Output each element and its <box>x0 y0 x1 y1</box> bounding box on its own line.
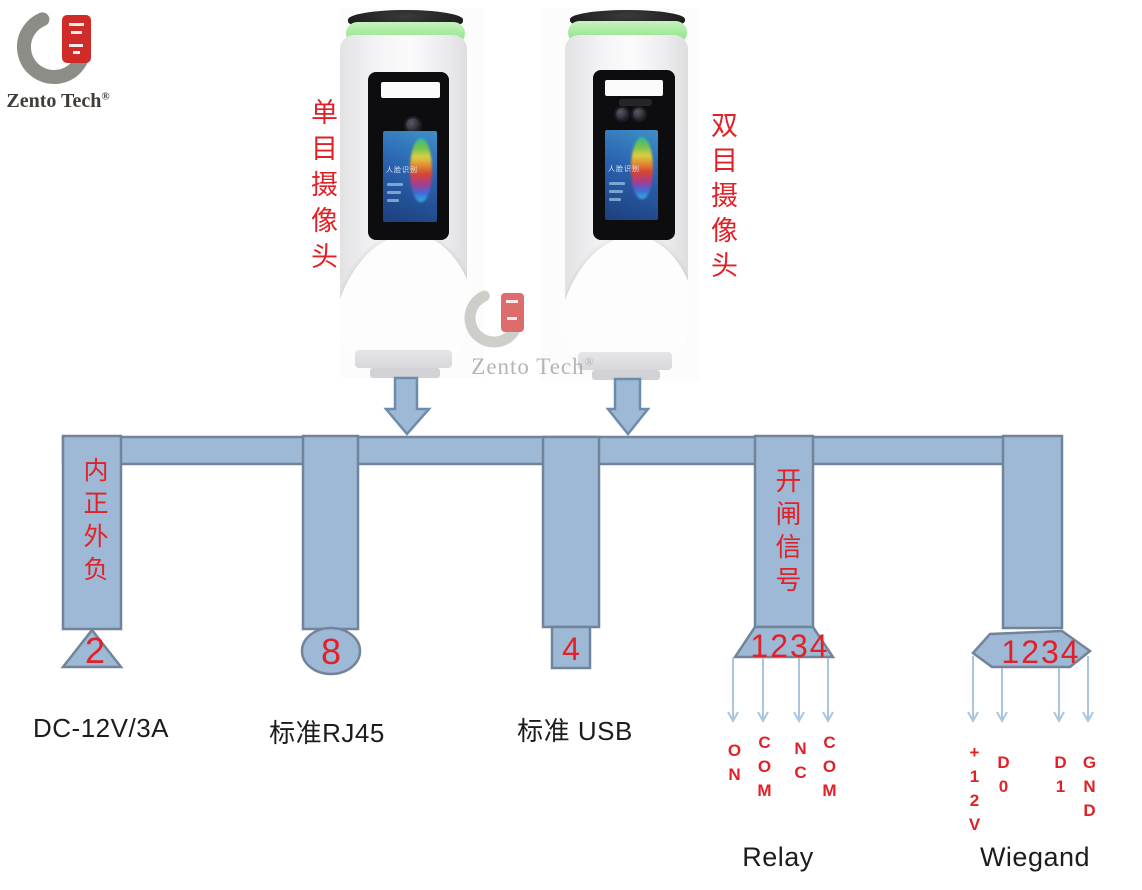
wiegand-pin-arrows <box>967 656 1094 724</box>
power-plug-shape <box>60 627 124 669</box>
thermal-face-graphic <box>631 137 653 199</box>
speaker-grille <box>619 99 652 106</box>
power-pin-count: 2 <box>85 630 105 671</box>
screen-text-line <box>609 182 625 185</box>
branch-rj45 <box>301 434 360 631</box>
screen-caption: 人脸识别 <box>386 167 418 174</box>
label-monocular-camera: 单目摄像头 <box>307 98 337 278</box>
device-pedestal <box>355 350 452 368</box>
enso-brush-circle-icon <box>464 288 524 348</box>
camera-lens-icon <box>404 116 422 134</box>
front-panel: 人脸识别 <box>368 72 449 240</box>
branch-usb <box>541 435 601 629</box>
device-base <box>592 370 660 380</box>
wiegand-pin-d0: D0 <box>994 753 1013 801</box>
enso-brush-circle-icon <box>17 10 91 84</box>
camera-lens-right-icon <box>631 106 647 122</box>
screen-text-line <box>387 191 401 194</box>
device-screen: 人脸识别 <box>383 131 437 222</box>
relay-pin-nc: NC <box>791 739 810 787</box>
watermark-brand-name: Zento Tech® <box>471 354 595 379</box>
branch-relay <box>753 434 815 629</box>
brand-name: Zento Tech® <box>6 90 110 112</box>
label-gate-signal: 开闸信号 <box>772 467 802 599</box>
wiegand-pin-d1: D1 <box>1051 753 1070 801</box>
relay-terminal-shape <box>732 625 836 659</box>
label-dc-power: DC-12V/3A <box>33 713 169 743</box>
label-binocular-camera: 双目摄像头 <box>707 111 737 286</box>
relay-pin-com1: COM <box>755 733 774 805</box>
branch-power <box>61 434 123 631</box>
arrow-down-right-device <box>605 377 651 437</box>
screen-text-line <box>609 198 621 201</box>
relay-pin-numbers: 1234 <box>750 628 829 664</box>
label-relay: Relay <box>742 842 814 872</box>
label-rj45: 标准RJ45 <box>269 718 385 748</box>
relay-pin-on: ON <box>725 741 744 789</box>
rj45-plug-shape <box>300 626 362 676</box>
wiegand-pin-numbers: 1234 <box>1001 634 1080 670</box>
thermal-face-graphic <box>410 138 432 202</box>
branch-wiegand <box>1001 434 1064 630</box>
label-usb: 标准 USB <box>517 716 633 746</box>
registered-mark: ® <box>584 354 595 369</box>
relay-pin-com2: COM <box>820 733 839 805</box>
arrow-down-left-device <box>383 376 432 436</box>
wiegand-pin-12v: +12V <box>965 743 984 839</box>
screen-text-line <box>387 199 399 202</box>
light-slot <box>381 82 440 98</box>
label-wiegand: Wiegand <box>979 842 1091 872</box>
wiegand-terminal-shape <box>971 629 1093 669</box>
camera-lens-left-icon <box>614 106 630 122</box>
wiegand-pin-gnd: GND <box>1080 753 1099 825</box>
front-panel: 人脸识别 <box>593 70 675 240</box>
usb-plug-shape <box>550 625 592 670</box>
watermark-logo: Zento Tech® <box>460 284 610 384</box>
screen-caption: 人脸识别 <box>608 166 640 173</box>
label-polarity-note: 内正外负 <box>80 457 108 589</box>
rj45-pin-count: 8 <box>321 631 341 672</box>
red-seal-icon <box>62 15 91 63</box>
device-screen: 人脸识别 <box>605 130 658 220</box>
device-monocular: 人脸识别 <box>338 8 470 380</box>
usb-pin-count: 4 <box>562 631 580 667</box>
screen-text-line <box>387 183 403 186</box>
light-slot <box>605 80 663 96</box>
device-pedestal <box>578 352 672 370</box>
relay-pin-arrows <box>727 658 834 724</box>
device-binocular: 人脸识别 <box>563 8 691 382</box>
screen-text-line <box>609 190 623 193</box>
registered-mark: ® <box>101 90 110 103</box>
device-base <box>370 368 440 378</box>
brand-logo: Zento Tech® <box>6 2 128 120</box>
